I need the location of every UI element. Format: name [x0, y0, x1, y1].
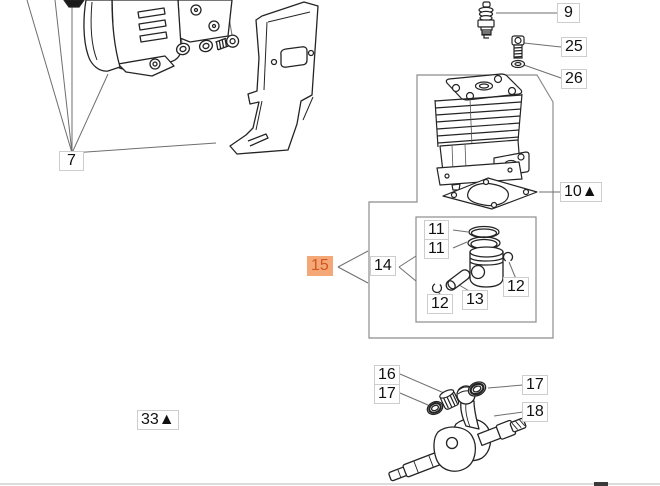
part-label-16[interactable]: 16	[374, 365, 400, 385]
wrist-pin-drawing	[445, 269, 471, 291]
crank-washer-left-drawing	[426, 400, 444, 416]
cylinder-bolt-drawing	[511, 35, 525, 59]
part-label-18[interactable]: 18	[522, 402, 548, 422]
piston-drawing	[469, 246, 504, 288]
part-label-7[interactable]: 7	[59, 151, 84, 171]
part-label-15-selected[interactable]: 15	[307, 256, 333, 276]
leader-lines	[26, 0, 562, 417]
crankshaft-drawing	[388, 385, 527, 482]
crank-washer-right-drawing	[467, 381, 487, 397]
part-tip-above	[63, 0, 85, 8]
part-label-12a[interactable]: 12	[427, 294, 453, 314]
bottom-scroll-tick	[594, 482, 608, 486]
part-label-17a[interactable]: 17	[374, 384, 400, 404]
part-label-13[interactable]: 13	[462, 290, 488, 310]
group-box-15	[368, 74, 554, 339]
circlip-right-drawing	[502, 251, 514, 263]
needle-bearing-drawing	[439, 389, 460, 410]
part-label-25[interactable]: 25	[561, 37, 587, 57]
group-box-14	[415, 216, 537, 323]
muffler-bracket	[117, 55, 175, 77]
spark-plug-drawing	[477, 1, 495, 39]
part-label-26[interactable]: 26	[561, 69, 587, 89]
part-label-14[interactable]: 14	[370, 256, 396, 276]
part-label-12b[interactable]: 12	[503, 277, 529, 297]
part-label-11a[interactable]: 11	[424, 220, 449, 240]
muffler-flange	[177, 0, 233, 43]
piston-rings-drawing	[467, 225, 501, 250]
heat-shield-drawing	[229, 1, 319, 155]
bottom-divider	[0, 482, 660, 486]
cylinder-washer-drawing	[510, 59, 526, 69]
muffler-cover	[83, 0, 121, 72]
circlip-left-drawing	[431, 282, 443, 294]
muffler-drawing	[63, 0, 233, 77]
part-label-17b[interactable]: 17	[522, 375, 548, 395]
muffler-washers-and-screw-drawing	[175, 34, 240, 56]
cylinder-drawing	[434, 73, 530, 191]
part-label-11b[interactable]: 11	[424, 239, 449, 259]
part-label-33[interactable]: 33▲	[137, 410, 179, 430]
part-label-10[interactable]: 10▲	[560, 182, 602, 202]
screw-drawing	[215, 34, 240, 51]
part-label-9[interactable]: 9	[557, 3, 580, 23]
cylinder-gasket-drawing	[442, 177, 538, 210]
